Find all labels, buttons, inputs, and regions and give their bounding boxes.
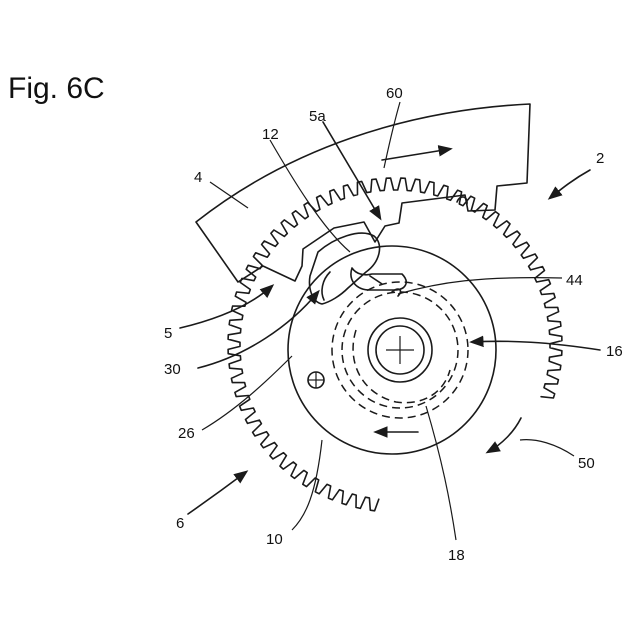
label-5a: 5a <box>309 108 326 125</box>
pawl-hook-30 <box>322 272 330 300</box>
arrow-50 <box>488 418 521 452</box>
leader-30 <box>198 292 318 368</box>
ring-segment-4 <box>196 104 530 282</box>
toothed-wheel-6 <box>228 178 562 511</box>
label-16: 16 <box>606 343 623 360</box>
leader-4 <box>210 182 248 208</box>
dashed-cam-track <box>353 330 450 403</box>
label-60: 60 <box>386 85 403 102</box>
latch-slot <box>370 276 382 284</box>
label-6: 6 <box>176 515 184 532</box>
label-30: 30 <box>164 361 181 378</box>
arrow-60 <box>382 149 450 160</box>
label-12: 12 <box>262 126 279 143</box>
leader-18 <box>426 406 456 540</box>
pawl-12 <box>310 233 380 304</box>
leader-2 <box>550 170 590 198</box>
leader-6 <box>188 472 246 514</box>
label-5: 5 <box>164 325 172 342</box>
label-50: 50 <box>578 455 595 472</box>
label-44: 44 <box>566 272 583 289</box>
leader-5 <box>180 286 272 328</box>
label-2: 2 <box>596 150 604 167</box>
leader-50 <box>520 440 574 456</box>
label-18: 18 <box>448 547 465 564</box>
label-10: 10 <box>266 531 283 548</box>
label-26: 26 <box>178 425 195 442</box>
leader-16 <box>472 341 600 350</box>
label-4: 4 <box>194 169 202 186</box>
